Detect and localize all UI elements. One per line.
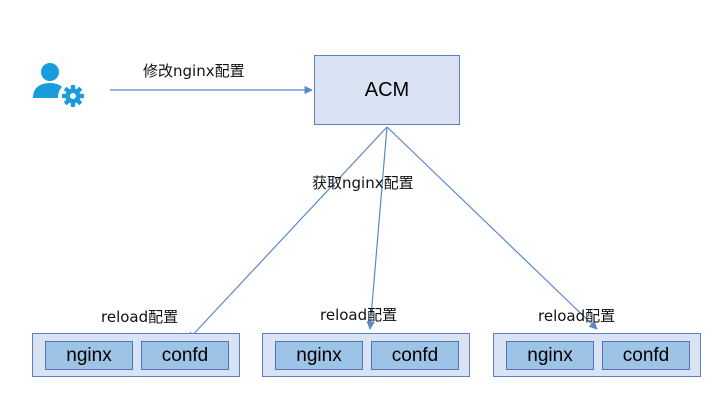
nginx-label-2: nginx xyxy=(296,344,342,366)
modify-config-label: 修改nginx配置 xyxy=(143,62,245,80)
reload-label-3: reload配置 xyxy=(538,307,616,325)
server-group-2: nginx confd xyxy=(262,333,470,377)
server-group-3: nginx confd xyxy=(493,333,701,377)
confd-label-2: confd xyxy=(391,344,439,366)
confd-box-1: confd xyxy=(141,341,229,370)
user-gear-icon xyxy=(33,63,84,107)
reload-label-1: reload配置 xyxy=(101,308,179,326)
reload-label-2: reload配置 xyxy=(320,306,398,324)
confd-box-2: confd xyxy=(371,341,459,370)
nginx-box-2: nginx xyxy=(275,341,363,370)
arrow-acm-to-group-2 xyxy=(366,126,388,330)
confd-label-1: confd xyxy=(161,344,209,366)
confd-label-3: confd xyxy=(622,344,670,366)
acm-label: ACM xyxy=(364,78,410,101)
nginx-label-1: nginx xyxy=(66,344,112,366)
arrow-acm-to-group-1 xyxy=(187,126,388,341)
nginx-label-3: nginx xyxy=(527,344,573,366)
fetch-config-label: 获取nginx配置 xyxy=(312,174,414,192)
nginx-box-3: nginx xyxy=(506,341,594,370)
server-group-1: nginx confd xyxy=(32,333,240,377)
nginx-box-1: nginx xyxy=(45,341,133,370)
confd-box-3: confd xyxy=(602,341,690,370)
acm-box: ACM xyxy=(314,55,460,125)
arrow-acm-to-group-3 xyxy=(386,126,598,330)
